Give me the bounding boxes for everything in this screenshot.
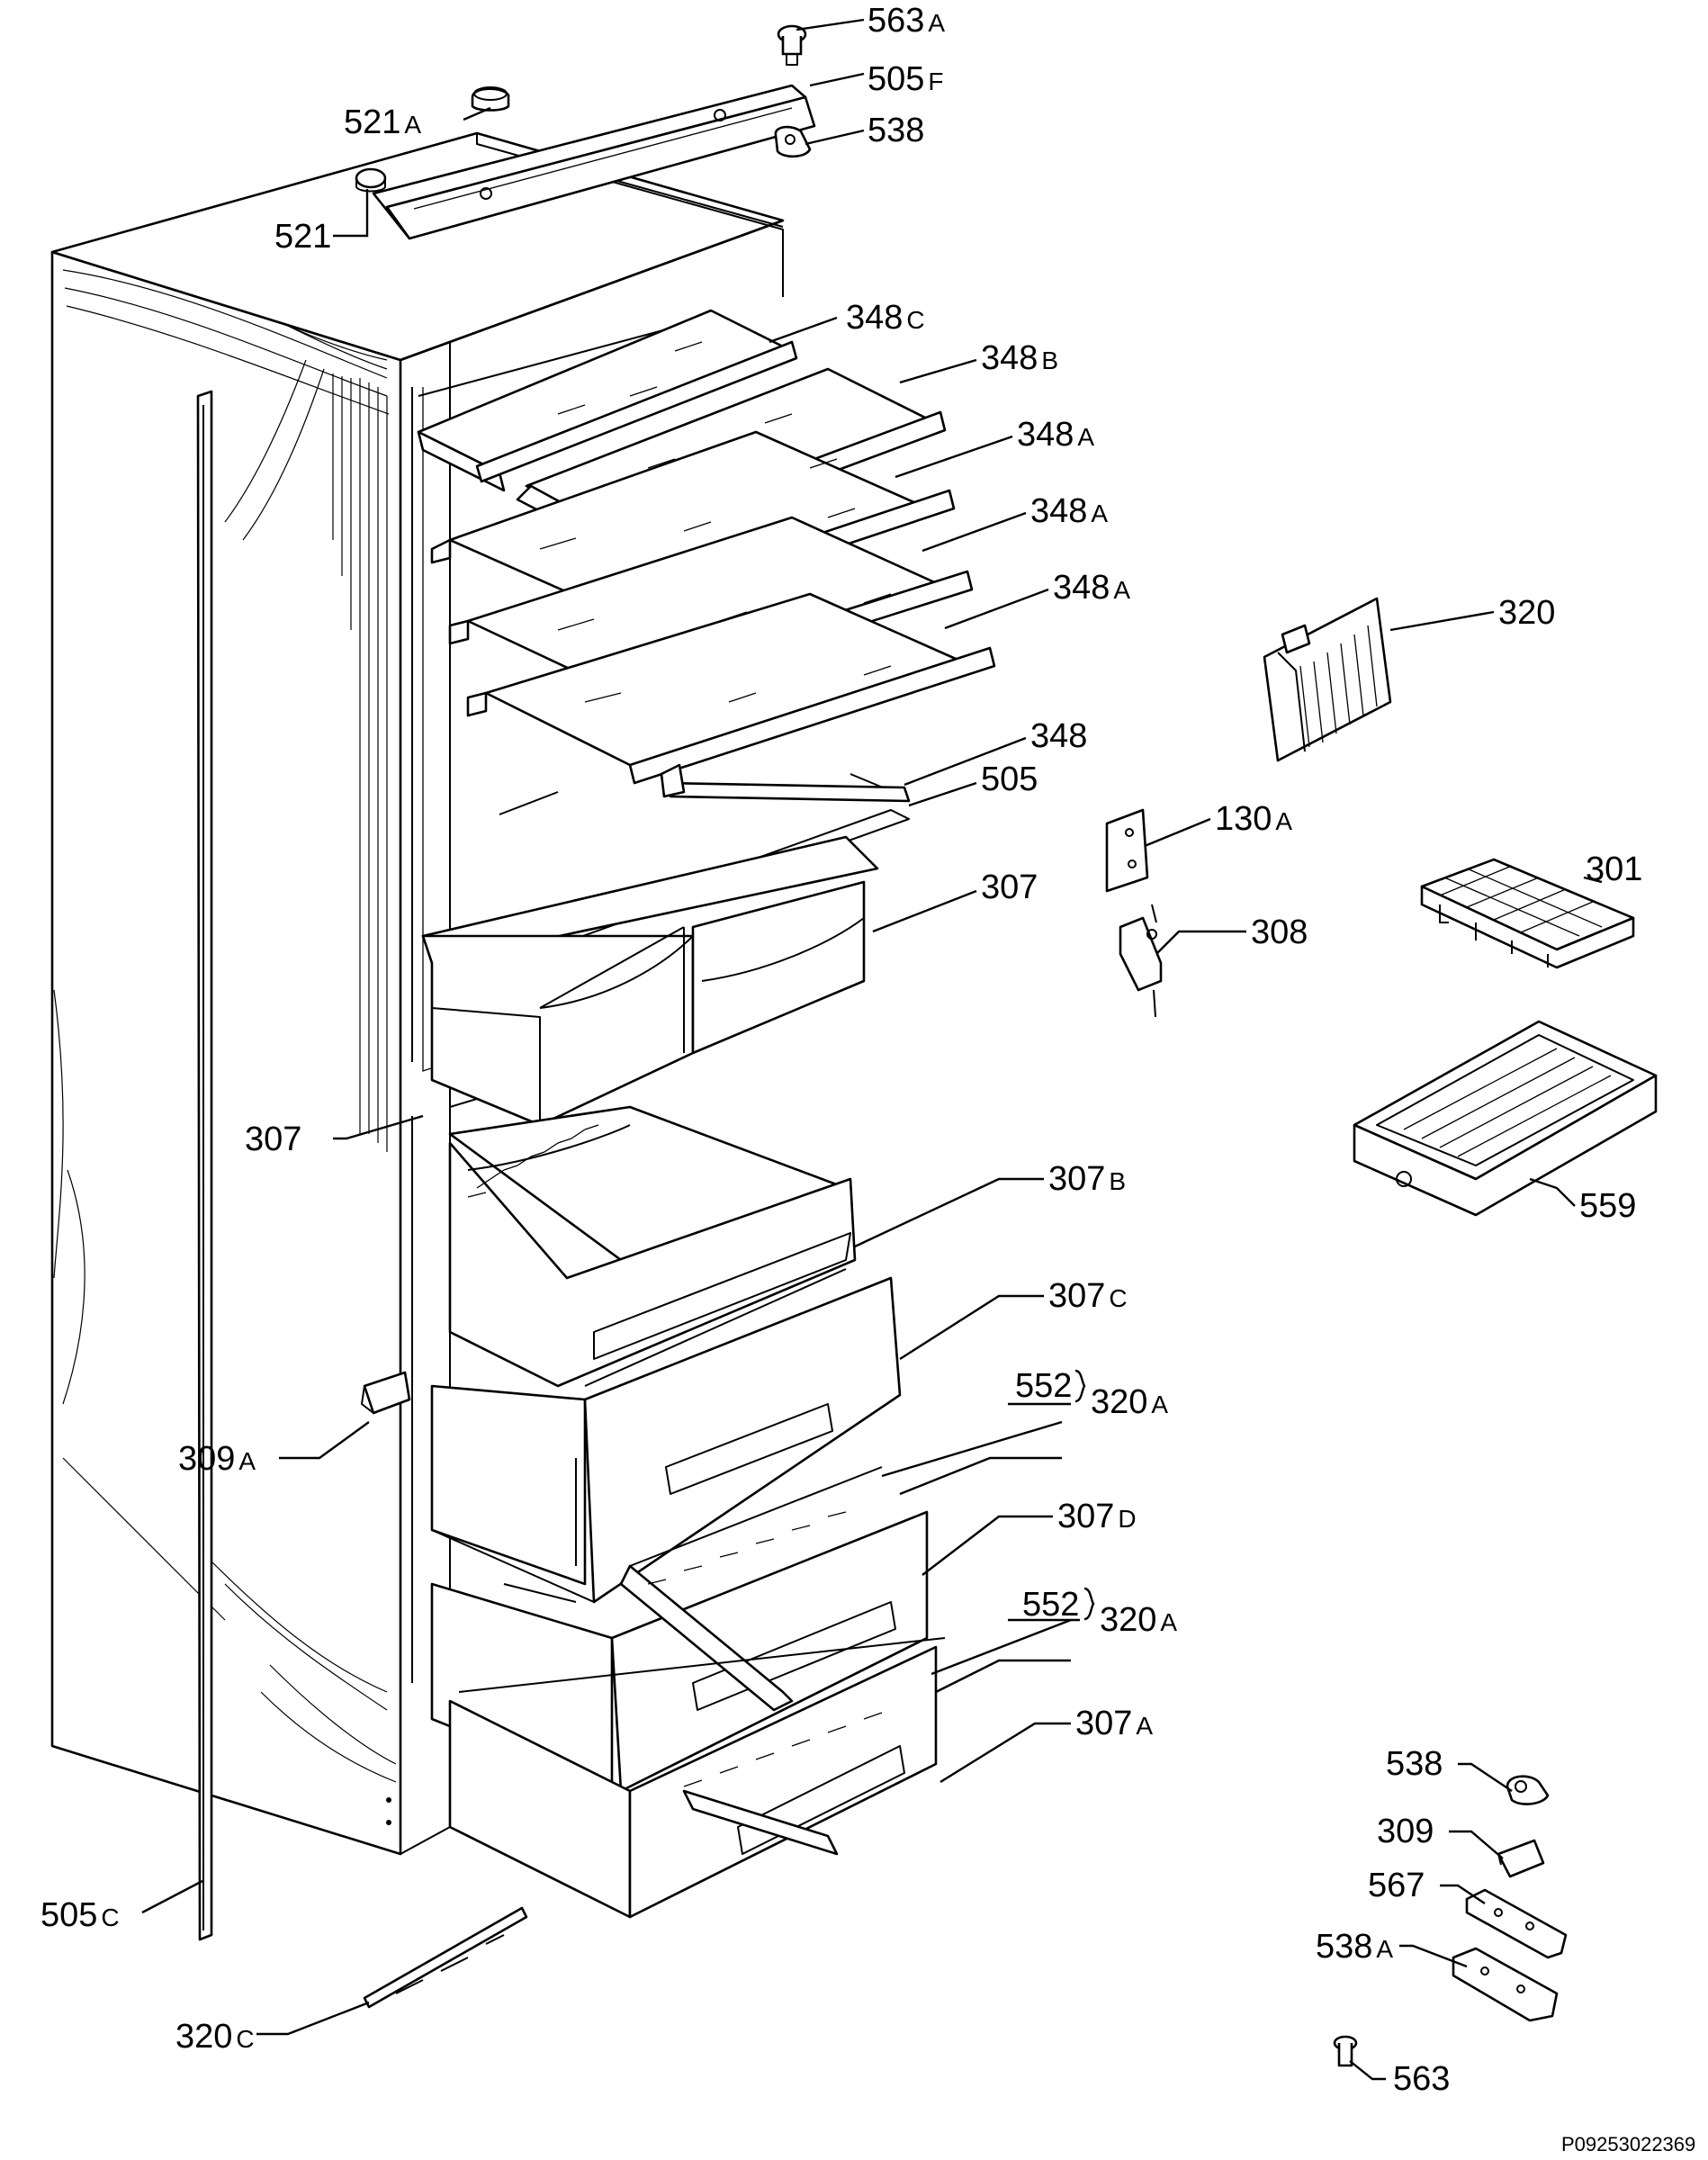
freezer-drawer-307a [448,1637,946,1919]
label-301: 301 [1586,850,1642,888]
top-hinge-bar [372,84,816,240]
part-301-ice-tray [1420,858,1635,969]
part-538a-bracket [1452,1947,1559,2022]
label-538-top: 538 [867,112,924,149]
brace-marks [1008,1369,1095,1622]
label-563: 563 [1393,2060,1450,2098]
label-309: 309 [1377,1813,1434,1850]
part-320-grille [1263,597,1392,762]
label-538-bottom: 538 [1386,1745,1443,1783]
leader-lines [141,18,1603,2081]
label-348: 348 [1030,717,1087,755]
label-559: 559 [1579,1187,1636,1225]
freezer-drawer-307c [430,1276,902,1604]
part-521 [355,167,387,193]
glass-shelves [417,309,996,946]
label-567: 567 [1368,1867,1425,1904]
reference-code: P09253022369 [1561,2133,1695,2156]
part-563-screw [1333,2035,1358,2067]
door-gasket-strip [196,390,213,1941]
label-307-right: 307 [981,868,1038,906]
part-320c-rail [363,1906,528,2009]
part-308-hinge [1119,904,1163,1018]
freezer-drawer-307d [430,1510,929,1793]
part-538-top [774,125,812,158]
part-309a-clip [361,1371,411,1415]
part-563a [777,24,807,66]
part-130a-plate [1105,808,1149,893]
part-538-bottom [1506,1775,1550,1805]
label-505: 505 [981,760,1038,798]
label-308: 308 [1251,914,1308,951]
label-552-2: 552 [1022,1586,1079,1624]
part-521a [471,86,510,112]
label-521: 521 [274,218,331,256]
part-309-clip [1497,1839,1545,1878]
label-552-1: 552 [1015,1367,1072,1405]
part-559-tray [1353,1020,1658,1217]
cabinet-body [50,131,785,1856]
part-567-plate [1465,1888,1568,1959]
label-307-left: 307 [245,1120,301,1158]
freezer-drawer-307b [448,1105,857,1388]
crisper-drawers [421,835,879,1127]
label-320: 320 [1498,594,1555,632]
